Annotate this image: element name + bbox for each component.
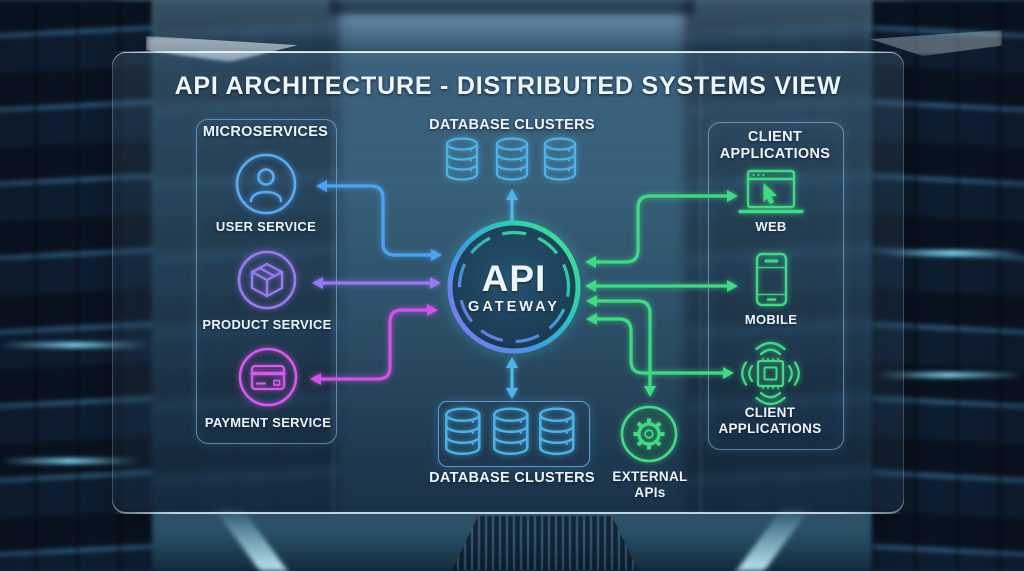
panel-top-edge (112, 51, 904, 53)
gear-icon (620, 405, 678, 463)
laptop-icon (738, 169, 804, 214)
user-icon (235, 153, 297, 215)
ceiling-beam (330, 0, 694, 15)
panel-bottom-edge (112, 512, 904, 514)
iot-chip-icon (741, 341, 800, 406)
database-clusters-box (438, 401, 590, 467)
arrow-gateway-client-apps (586, 313, 734, 379)
api-gateway-node (447, 220, 581, 354)
rack-glow-streak (0, 458, 140, 464)
microservices-header: MICROSERVICES (202, 124, 329, 140)
arrow-gateway-user-service (316, 180, 442, 261)
smartphone-icon (755, 252, 788, 307)
credit-card-icon (238, 347, 298, 407)
client-apps-label: CLIENT APPLICATIONS (718, 405, 822, 436)
package-icon (237, 250, 297, 310)
mobile-label: MOBILE (744, 312, 798, 327)
diagram-title: API ARCHITECTURE - DISTRIBUTED SYSTEMS V… (174, 72, 842, 100)
web-label: WEB (755, 219, 787, 234)
gateway-title: API (481, 258, 547, 299)
api-gateway-label: API GATEWAY (454, 260, 574, 316)
rack-glow-streak (884, 250, 1024, 256)
floor-grate (452, 516, 638, 570)
external-apis-label: EXTERNAL APIs (612, 469, 688, 500)
database-cluster-icons-bottom (445, 407, 575, 455)
arrow-gateway-database-bottom (506, 357, 518, 399)
database-clusters-bottom-label: DATABASE CLUSTERS (429, 470, 595, 486)
rack-glow-streak (0, 342, 150, 348)
product-service-label: PRODUCT SERVICE (202, 317, 332, 332)
client-applications-header: CLIENT APPLICATIONS (719, 129, 831, 162)
user-service-label: USER SERVICE (215, 219, 317, 234)
arrow-gateway-payment-service (310, 304, 438, 385)
arrow-gateway-database-top (506, 189, 518, 223)
rack-glow-streak (874, 372, 1024, 378)
gateway-subtitle: GATEWAY (468, 299, 560, 315)
glass-panel (112, 52, 904, 514)
arrow-gateway-web (585, 190, 738, 268)
arrow-gateway-product-service (312, 277, 441, 289)
database-clusters-top-label: DATABASE CLUSTERS (429, 117, 595, 133)
arrow-gateway-mobile (585, 280, 738, 292)
arrow-gateway-external-apis (586, 295, 656, 397)
payment-service-label: PAYMENT SERVICE (204, 415, 332, 430)
database-cluster-icons-top (445, 137, 577, 181)
